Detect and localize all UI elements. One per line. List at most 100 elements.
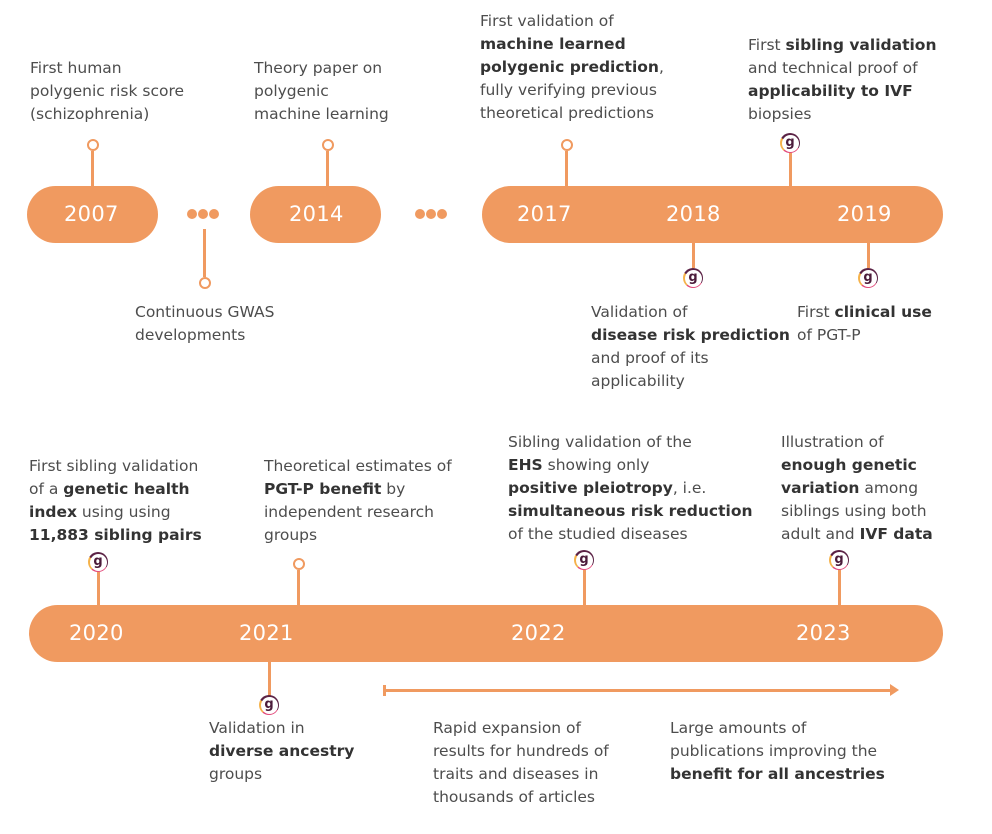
year-pill-2014: 2014: [250, 186, 381, 243]
connector-line: [297, 570, 300, 605]
text-span: among: [859, 479, 919, 497]
event-2023-text: Illustration of enough genetic variation…: [781, 431, 933, 546]
event-2014-text: Theory paper on polygenic machine learni…: [254, 57, 389, 126]
g-logo-icon: g: [683, 268, 703, 288]
ellipsis-dots-icon: [415, 209, 447, 219]
g-logo-icon: g: [259, 695, 279, 715]
text-line: groups: [264, 526, 318, 544]
connector-line: [867, 243, 870, 268]
text-line: fully verifying previous: [480, 81, 657, 99]
text-span: showing only: [542, 456, 650, 474]
text-span: of a: [29, 480, 64, 498]
event-2021-estimates-text: Theoretical estimates of PGT-P benefit b…: [264, 455, 452, 547]
text-line: polygenic: [254, 82, 329, 100]
text-line: Large amounts of: [670, 719, 807, 737]
ring-marker-icon: [293, 558, 305, 570]
text-line: developments: [135, 326, 246, 344]
connector-line: [268, 662, 271, 696]
text-line: biopsies: [748, 105, 812, 123]
text-line: thousands of articles: [433, 788, 596, 806]
bold-text: simultaneous risk reduction: [508, 502, 753, 520]
text-line: Illustration of: [781, 433, 884, 451]
text-line: of PGT-P: [797, 326, 861, 344]
event-2007-text: First human polygenic risk score (schizo…: [30, 57, 184, 126]
bold-text: machine learned: [480, 35, 626, 53]
logo-glyph: g: [89, 553, 107, 571]
bold-text: polygenic prediction: [480, 58, 659, 76]
bold-text: sibling validation: [785, 36, 937, 54]
bold-text: genetic health: [63, 480, 190, 498]
text-line: (schizophrenia): [30, 105, 150, 123]
ring-marker-icon: [322, 139, 334, 151]
year-label: 2017: [517, 202, 572, 226]
event-2021-ancestry-text: Validation in diverse ancestry groups: [209, 717, 354, 786]
bold-text: benefit for all ancestries: [670, 765, 885, 783]
text-line: and proof of its: [591, 349, 709, 367]
bold-text: positive pleiotropy: [508, 479, 673, 497]
text-span: adult and: [781, 525, 860, 543]
year-label: 2022: [511, 621, 566, 645]
text-span: by: [381, 480, 406, 498]
ring-marker-icon: [561, 139, 573, 151]
text-line: theoretical predictions: [480, 104, 654, 122]
connector-line: [583, 570, 586, 605]
bold-text: disease risk prediction: [591, 326, 790, 344]
text-line: Sibling validation of the: [508, 433, 692, 451]
text-line: Continuous GWAS: [135, 303, 275, 321]
range-arrow-line: [383, 689, 891, 692]
text-span: , i.e.: [672, 479, 707, 497]
year-label: 2019: [837, 202, 892, 226]
text-line: applicability: [591, 372, 685, 390]
year-label: 2020: [69, 621, 124, 645]
text-line: First sibling validation: [29, 457, 199, 475]
text-span: using using: [76, 503, 171, 521]
year-label: 2014: [289, 202, 344, 226]
ellipsis-dots-icon: [187, 209, 219, 219]
ring-marker-icon: [199, 277, 211, 289]
connector-line: [97, 572, 100, 605]
g-logo-icon: g: [780, 133, 800, 153]
event-gwas-text: Continuous GWAS developments: [135, 301, 274, 347]
bold-text: index: [29, 503, 77, 521]
logo-glyph: g: [260, 696, 278, 714]
event-2020-text: First sibling validation of a genetic he…: [29, 455, 202, 547]
connector-line: [326, 151, 329, 186]
text-line: First human: [30, 59, 122, 77]
logo-glyph: g: [575, 551, 593, 569]
bold-text: PGT-P benefit: [264, 480, 382, 498]
g-logo-icon: g: [88, 552, 108, 572]
rapid-expansion-text: Rapid expansion of results for hundreds …: [433, 717, 609, 809]
event-2017-text: First validation of machine learned poly…: [480, 10, 664, 125]
text-line: polygenic risk score: [30, 82, 185, 100]
logo-glyph: g: [684, 269, 702, 287]
text-span: First: [748, 36, 786, 54]
text-line: Theoretical estimates of: [264, 457, 452, 475]
event-2022-text: Sibling validation of the EHS showing on…: [508, 431, 753, 546]
text-line: Validation of: [591, 303, 688, 321]
year-pill-2007: 2007: [27, 186, 158, 243]
text-line: publications improving the: [670, 742, 878, 760]
text-line: independent research: [264, 503, 434, 521]
event-2018-sibling-text: First sibling validation and technical p…: [748, 34, 936, 126]
event-2018-text: Validation of disease risk prediction an…: [591, 301, 790, 393]
text-line: groups: [209, 765, 263, 783]
text-line: of the studied diseases: [508, 525, 688, 543]
g-logo-icon: g: [574, 550, 594, 570]
year-label: 2018: [666, 202, 721, 226]
text-line: Validation in: [209, 719, 305, 737]
logo-glyph: g: [781, 134, 799, 152]
bold-text: EHS: [508, 456, 543, 474]
bold-text: applicability to IVF: [748, 82, 913, 100]
year-label: 2021: [239, 621, 294, 645]
arrow-right-icon: [890, 684, 899, 696]
year-label: 2023: [796, 621, 851, 645]
bold-text: enough genetic: [781, 456, 917, 474]
bold-text: diverse ancestry: [209, 742, 355, 760]
connector-line: [91, 151, 94, 186]
logo-glyph: g: [859, 269, 877, 287]
ring-marker-icon: [87, 139, 99, 151]
text-line: machine learning: [254, 105, 389, 123]
text-line: traits and diseases in: [433, 765, 599, 783]
text-line: results for hundreds of: [433, 742, 609, 760]
g-logo-icon: g: [829, 550, 849, 570]
